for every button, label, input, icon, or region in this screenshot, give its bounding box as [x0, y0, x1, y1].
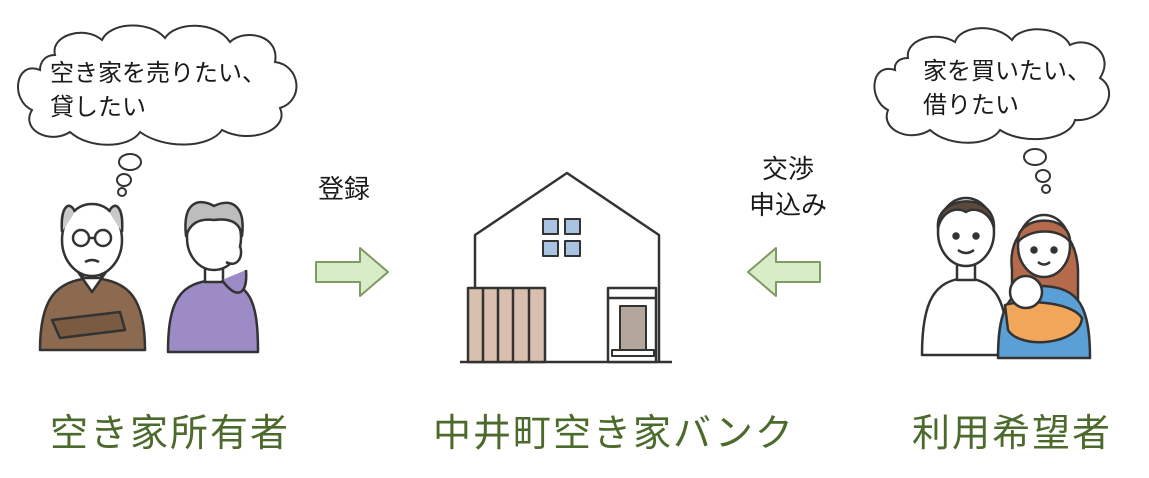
owner-thought-bubble: [17, 24, 298, 197]
house-window: [542, 218, 581, 257]
user-caption: 利用希望者: [912, 411, 1113, 455]
house-door: [606, 286, 658, 364]
negotiate-label: 交渉 申込み: [740, 152, 836, 224]
house-fence: [466, 286, 547, 364]
owner-thought-line-1: 空き家を売りたい、: [50, 59, 266, 87]
house-illustration: [460, 171, 672, 364]
young-woman-with-baby-figure: [996, 213, 1092, 360]
elderly-man-figure: [38, 202, 147, 352]
elderly-woman-figure: [166, 200, 260, 354]
register-arrow: [315, 247, 389, 297]
negotiate-label-line-2: 申込み: [748, 191, 827, 221]
register-label: 登録: [318, 175, 371, 205]
negotiate-label-line-1: 交渉: [761, 155, 814, 185]
owner-thought-text: 空き家を売りたい、 貸したい: [50, 56, 266, 124]
owner-thought-line-2: 貸したい: [50, 93, 146, 121]
user-thought-line-1: 家を買いたい、: [923, 57, 1091, 85]
bank-caption: 中井町空き家バンク: [433, 411, 795, 455]
young-man-figure: [920, 196, 1010, 357]
user-thought-text: 家を買いたい、 借りたい: [923, 54, 1091, 122]
negotiate-arrow: [747, 247, 821, 297]
owner-caption: 空き家所有者: [50, 411, 291, 455]
user-thought-bubble: [873, 27, 1111, 194]
user-thought-line-2: 借りたい: [923, 91, 1019, 119]
